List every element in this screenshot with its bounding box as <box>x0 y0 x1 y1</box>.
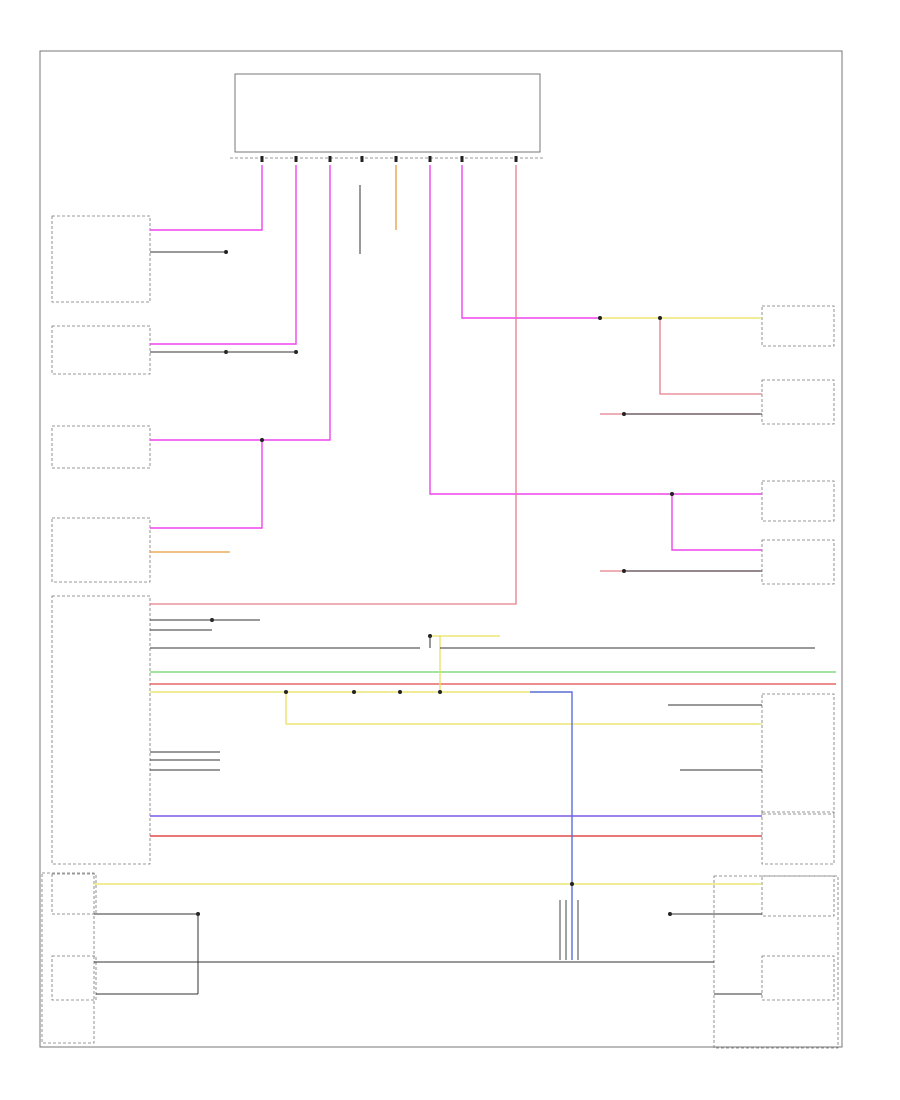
wire-magenta-6 <box>461 165 600 319</box>
wire-yellow-4 <box>285 692 762 725</box>
junction-dot <box>598 316 602 320</box>
junction-dot <box>260 438 264 442</box>
wire-magenta-5 <box>429 165 762 495</box>
junction-dot <box>570 882 574 886</box>
diagram-border <box>39 50 843 1048</box>
right-component-6 <box>761 811 835 865</box>
wire-magenta-7 <box>671 494 762 551</box>
wire-magenta-4 <box>150 440 263 529</box>
junction-dot <box>284 690 288 694</box>
junction-dot <box>438 690 442 694</box>
bottom-right-subbox-1 <box>761 875 835 917</box>
bottom-left-component <box>41 872 95 1044</box>
connector-pin <box>360 156 364 162</box>
left-component-1 <box>51 215 151 303</box>
left-component-2 <box>51 325 151 375</box>
connector-pin <box>460 156 464 162</box>
connector-pin <box>394 156 398 162</box>
wire-magenta-2 <box>150 165 297 345</box>
top-module <box>230 73 545 159</box>
junction-dot <box>224 250 228 254</box>
bottom-right-component <box>713 875 839 1049</box>
wire-pink-1 <box>150 165 517 605</box>
junction-dot <box>622 569 626 573</box>
bottom-left-subbox-1 <box>51 873 97 915</box>
wire-magenta-3 <box>150 165 331 441</box>
left-component-3 <box>51 425 151 469</box>
connector-pin <box>294 156 298 162</box>
connector-pin <box>328 156 332 162</box>
right-component-2 <box>761 379 835 425</box>
right-component-4 <box>761 539 835 585</box>
connector-pin <box>260 156 264 162</box>
wires-layer <box>94 156 836 960</box>
connector-pin <box>514 156 518 162</box>
junction-dot <box>398 690 402 694</box>
cluster-component <box>51 595 151 865</box>
left-component-4 <box>51 517 151 583</box>
wire-pink-2 <box>659 318 762 395</box>
right-component-5 <box>761 693 835 815</box>
right-component-3 <box>761 480 835 522</box>
right-component-1 <box>761 305 835 347</box>
connector-pin <box>428 156 432 162</box>
bottom-left-subbox-2 <box>51 955 97 1001</box>
junction-dot <box>352 690 356 694</box>
bottom-right-subbox-2 <box>761 955 835 1001</box>
ground-wires <box>94 185 815 995</box>
junction-dot <box>670 492 674 496</box>
junction-dot <box>658 316 662 320</box>
junction-dot <box>622 412 626 416</box>
wire-blue-1 <box>530 691 573 960</box>
wire-magenta-1 <box>150 165 263 231</box>
